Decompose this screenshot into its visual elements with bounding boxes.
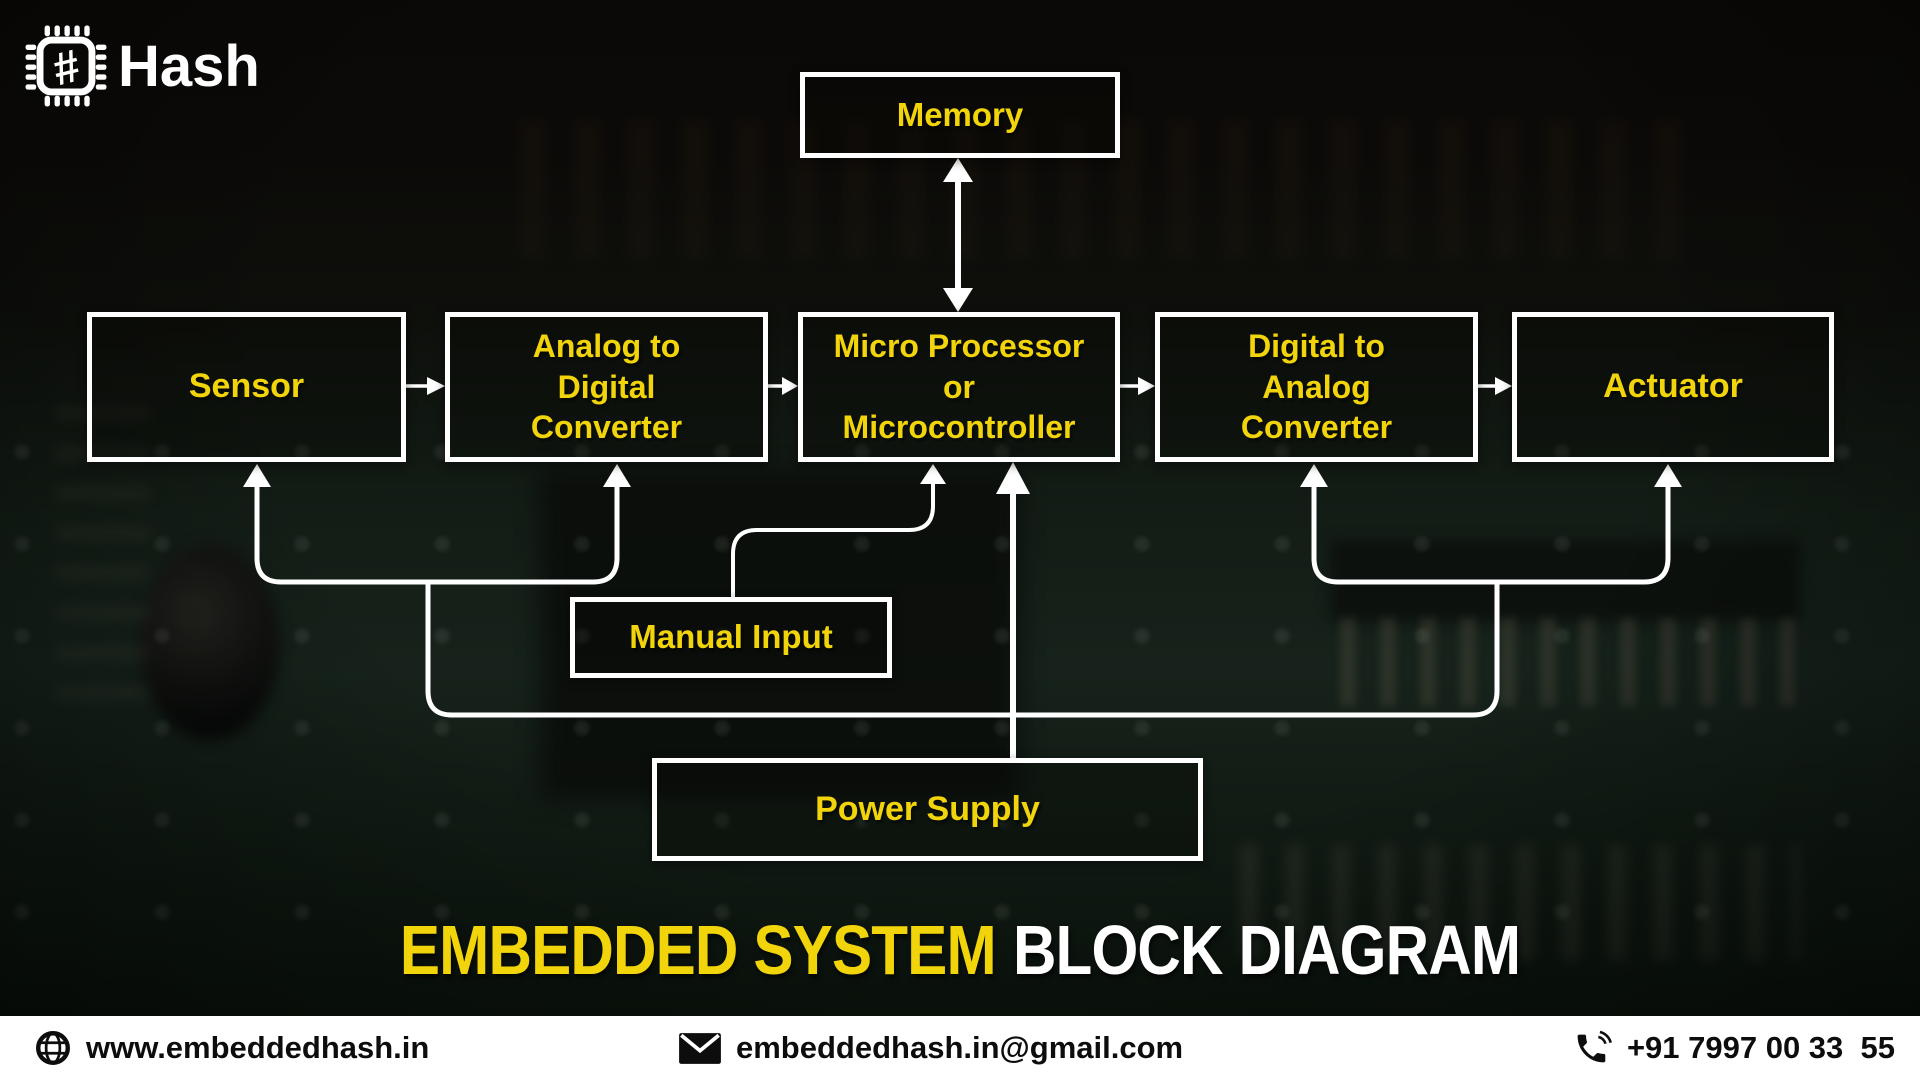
brand-logo: # Hash [24, 24, 260, 108]
block-dac: Digital to Analog Converter [1155, 312, 1478, 462]
globe-icon [36, 1031, 70, 1065]
block-power-supply-label: Power Supply [815, 789, 1040, 828]
block-manual-input-label: Manual Input [629, 618, 833, 656]
chip-hash-icon: # [25, 25, 107, 107]
arrowhead-dac-to-actuator [1495, 377, 1512, 395]
connector-bus-sensor-adc [254, 482, 620, 585]
arrowhead-to-mcu-from-memory [943, 288, 973, 312]
footer-website-text: www.embeddedhash.in [86, 1030, 430, 1065]
footer-bar: www.embeddedhash.in embeddedhash.in@gmai… [0, 1016, 1920, 1080]
arrowhead-sensor-to-adc [427, 377, 445, 395]
footer-website: www.embeddedhash.in [34, 1016, 429, 1080]
envelope-icon [679, 1032, 721, 1064]
block-adc: Analog to Digital Converter [445, 312, 768, 462]
block-mcu: Micro Processor or Microcontroller [798, 312, 1120, 462]
block-dac-label: Digital to Analog Converter [1240, 327, 1393, 446]
title-highlight: EMBEDDED SYSTEM [399, 911, 997, 989]
block-memory: Memory [800, 72, 1120, 158]
footer-email: embeddedhash.in@gmail.com [678, 1016, 1183, 1080]
block-actuator-label: Actuator [1603, 367, 1743, 406]
block-mcu-label: Micro Processor or Microcontroller [833, 327, 1085, 446]
arrowhead-to-dac-bottom [1300, 464, 1328, 487]
block-adc-label: Analog to Digital Converter [530, 327, 683, 446]
arrowhead-to-adc-bottom [603, 464, 631, 487]
connector-bus-dac-actuator [1311, 482, 1671, 585]
arrowhead-manual-to-mcu [920, 464, 946, 484]
arrowhead-adc-to-mcu [782, 377, 798, 395]
footer-phone: +91 7997 00 33 55 [1573, 1016, 1895, 1080]
block-memory-label: Memory [896, 95, 1024, 133]
arrowhead-mcu-to-dac [1138, 377, 1155, 395]
connector-bus-bottom [425, 582, 1500, 718]
arrowhead-power-to-mcu [996, 462, 1030, 494]
block-power-supply: Power Supply [652, 758, 1203, 861]
arrowhead-to-sensor [243, 464, 271, 487]
block-manual-input: Manual Input [570, 597, 892, 678]
phone-icon [1577, 1030, 1612, 1062]
block-actuator: Actuator [1512, 312, 1834, 462]
arrowhead-to-memory [943, 158, 973, 182]
block-sensor: Sensor [87, 312, 406, 462]
arrowhead-to-actuator-bottom [1654, 464, 1682, 487]
title-rest: BLOCK DIAGRAM [1012, 911, 1521, 989]
block-sensor-label: Sensor [188, 367, 305, 406]
footer-phone-text: +91 7997 00 33 55 [1626, 1030, 1895, 1065]
connector-manual-mcu [731, 484, 935, 599]
footer-email-text: embeddedhash.in@gmail.com [736, 1030, 1184, 1065]
brand-name: Hash [118, 33, 260, 99]
